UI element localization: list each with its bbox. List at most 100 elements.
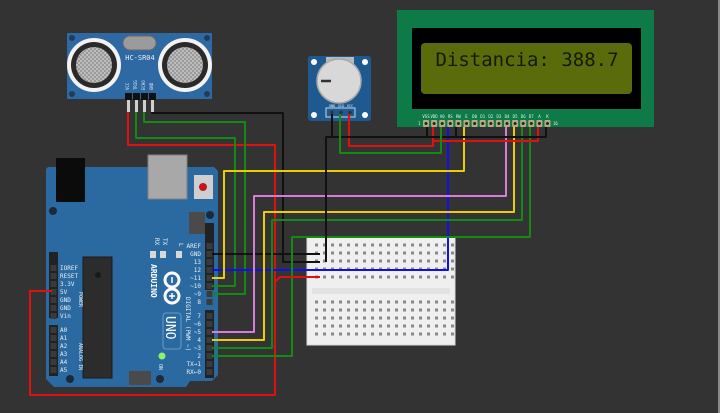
breadboard-hole[interactable] (427, 308, 430, 312)
breadboard-hole[interactable] (379, 300, 382, 304)
breadboard-hole[interactable] (371, 324, 374, 328)
wire-d7[interactable] (212, 127, 531, 357)
breadboard-hole[interactable] (403, 332, 406, 336)
breadboard-hole[interactable] (451, 275, 454, 279)
breadboard-hole[interactable] (395, 308, 398, 312)
breadboard-hole[interactable] (419, 243, 422, 247)
wire-lcd-a[interactable] (433, 127, 539, 142)
digital-pin[interactable] (206, 353, 213, 359)
digital-pin[interactable] (206, 361, 213, 367)
breadboard-hole[interactable] (387, 332, 390, 336)
breadboard-hole[interactable] (443, 324, 446, 328)
pot-knob[interactable] (316, 58, 362, 104)
breadboard-hole[interactable] (331, 251, 334, 255)
breadboard-hole[interactable] (387, 251, 390, 255)
breadboard-hole[interactable] (331, 308, 334, 312)
breadboard-hole[interactable] (339, 324, 342, 328)
pot-pin[interactable] (348, 110, 352, 115)
breadboard-hole[interactable] (403, 251, 406, 255)
breadboard-hole[interactable] (315, 332, 318, 336)
breadboard-hole[interactable] (355, 308, 358, 312)
breadboard-hole[interactable] (451, 243, 454, 247)
digital-pin[interactable] (206, 299, 213, 305)
breadboard-hole[interactable] (323, 243, 326, 247)
wire-pot-sig[interactable] (339, 114, 442, 154)
analog-pin[interactable] (50, 343, 57, 349)
breadboard-hole[interactable] (411, 324, 414, 328)
breadboard-hole[interactable] (427, 324, 430, 328)
breadboard-hole[interactable] (339, 251, 342, 255)
breadboard-hole[interactable] (395, 251, 398, 255)
breadboard-hole[interactable] (451, 316, 454, 320)
breadboard-hole[interactable] (339, 275, 342, 279)
breadboard-hole[interactable] (363, 259, 366, 263)
breadboard-hole[interactable] (403, 324, 406, 328)
breadboard-hole[interactable] (331, 332, 334, 336)
arduino-uno-board[interactable]: AREFGND1312~11~10~987~6~54~32TX→1RX←0IOR… (46, 154, 218, 387)
breadboard-hole[interactable] (419, 259, 422, 263)
sensor-pin[interactable] (133, 93, 140, 100)
breadboard-hole[interactable] (355, 316, 358, 320)
breadboard-hole[interactable] (355, 275, 358, 279)
breadboard-hole[interactable] (355, 324, 358, 328)
breadboard-hole[interactable] (419, 251, 422, 255)
breadboard-hole[interactable] (363, 243, 366, 247)
breadboard-hole[interactable] (323, 300, 326, 304)
scrollbar[interactable] (718, 0, 720, 413)
breadboard-hole[interactable] (323, 316, 326, 320)
breadboard-hole[interactable] (427, 243, 430, 247)
analog-pin[interactable] (50, 367, 57, 373)
wire-lcd-vss[interactable] (325, 127, 428, 262)
breadboard-hole[interactable] (451, 332, 454, 336)
breadboard-hole[interactable] (435, 300, 438, 304)
power-pin[interactable] (50, 289, 57, 295)
breadboard-hole[interactable] (419, 308, 422, 312)
breadboard-hole[interactable] (451, 300, 454, 304)
breadboard-hole[interactable] (443, 251, 446, 255)
digital-pin[interactable] (206, 267, 213, 273)
breadboard-hole[interactable] (355, 259, 358, 263)
digital-pin[interactable] (206, 337, 213, 343)
breadboard-hole[interactable] (411, 308, 414, 312)
breadboard-hole[interactable] (451, 259, 454, 263)
breadboard-hole[interactable] (403, 316, 406, 320)
breadboard-hole[interactable] (347, 308, 350, 312)
analog-pin[interactable] (50, 335, 57, 341)
breadboard-hole[interactable] (387, 316, 390, 320)
breadboard-hole[interactable] (331, 324, 334, 328)
breadboard-hole[interactable] (435, 316, 438, 320)
breadboard-hole[interactable] (387, 324, 390, 328)
pot-pin[interactable] (330, 110, 334, 115)
breadboard-hole[interactable] (315, 308, 318, 312)
digital-pin[interactable] (206, 243, 213, 249)
breadboard-hole[interactable] (331, 243, 334, 247)
breadboard-hole[interactable] (371, 243, 374, 247)
breadboard-hole[interactable] (387, 308, 390, 312)
breadboard-hole[interactable] (379, 259, 382, 263)
wire-echo[interactable] (143, 112, 246, 295)
breadboard-hole[interactable] (371, 251, 374, 255)
pot-pin[interactable] (339, 110, 343, 115)
breadboard-hole[interactable] (435, 259, 438, 263)
breadboard-hole[interactable] (355, 332, 358, 336)
wire-lcd-k[interactable] (456, 127, 547, 138)
breadboard-hole[interactable] (315, 300, 318, 304)
breadboard-hole[interactable] (379, 316, 382, 320)
breadboard-hole[interactable] (403, 275, 406, 279)
breadboard-hole[interactable] (379, 251, 382, 255)
breadboard-hole[interactable] (403, 308, 406, 312)
breadboard-hole[interactable] (339, 243, 342, 247)
breadboard-hole[interactable] (355, 243, 358, 247)
digital-pin[interactable] (206, 251, 213, 257)
breadboard-hole[interactable] (435, 332, 438, 336)
breadboard-hole[interactable] (395, 332, 398, 336)
sensor-pin[interactable] (149, 93, 156, 100)
power-pin[interactable] (50, 273, 57, 279)
breadboard-hole[interactable] (363, 332, 366, 336)
wire-5v[interactable] (29, 112, 276, 396)
breadboard-hole[interactable] (323, 275, 326, 279)
